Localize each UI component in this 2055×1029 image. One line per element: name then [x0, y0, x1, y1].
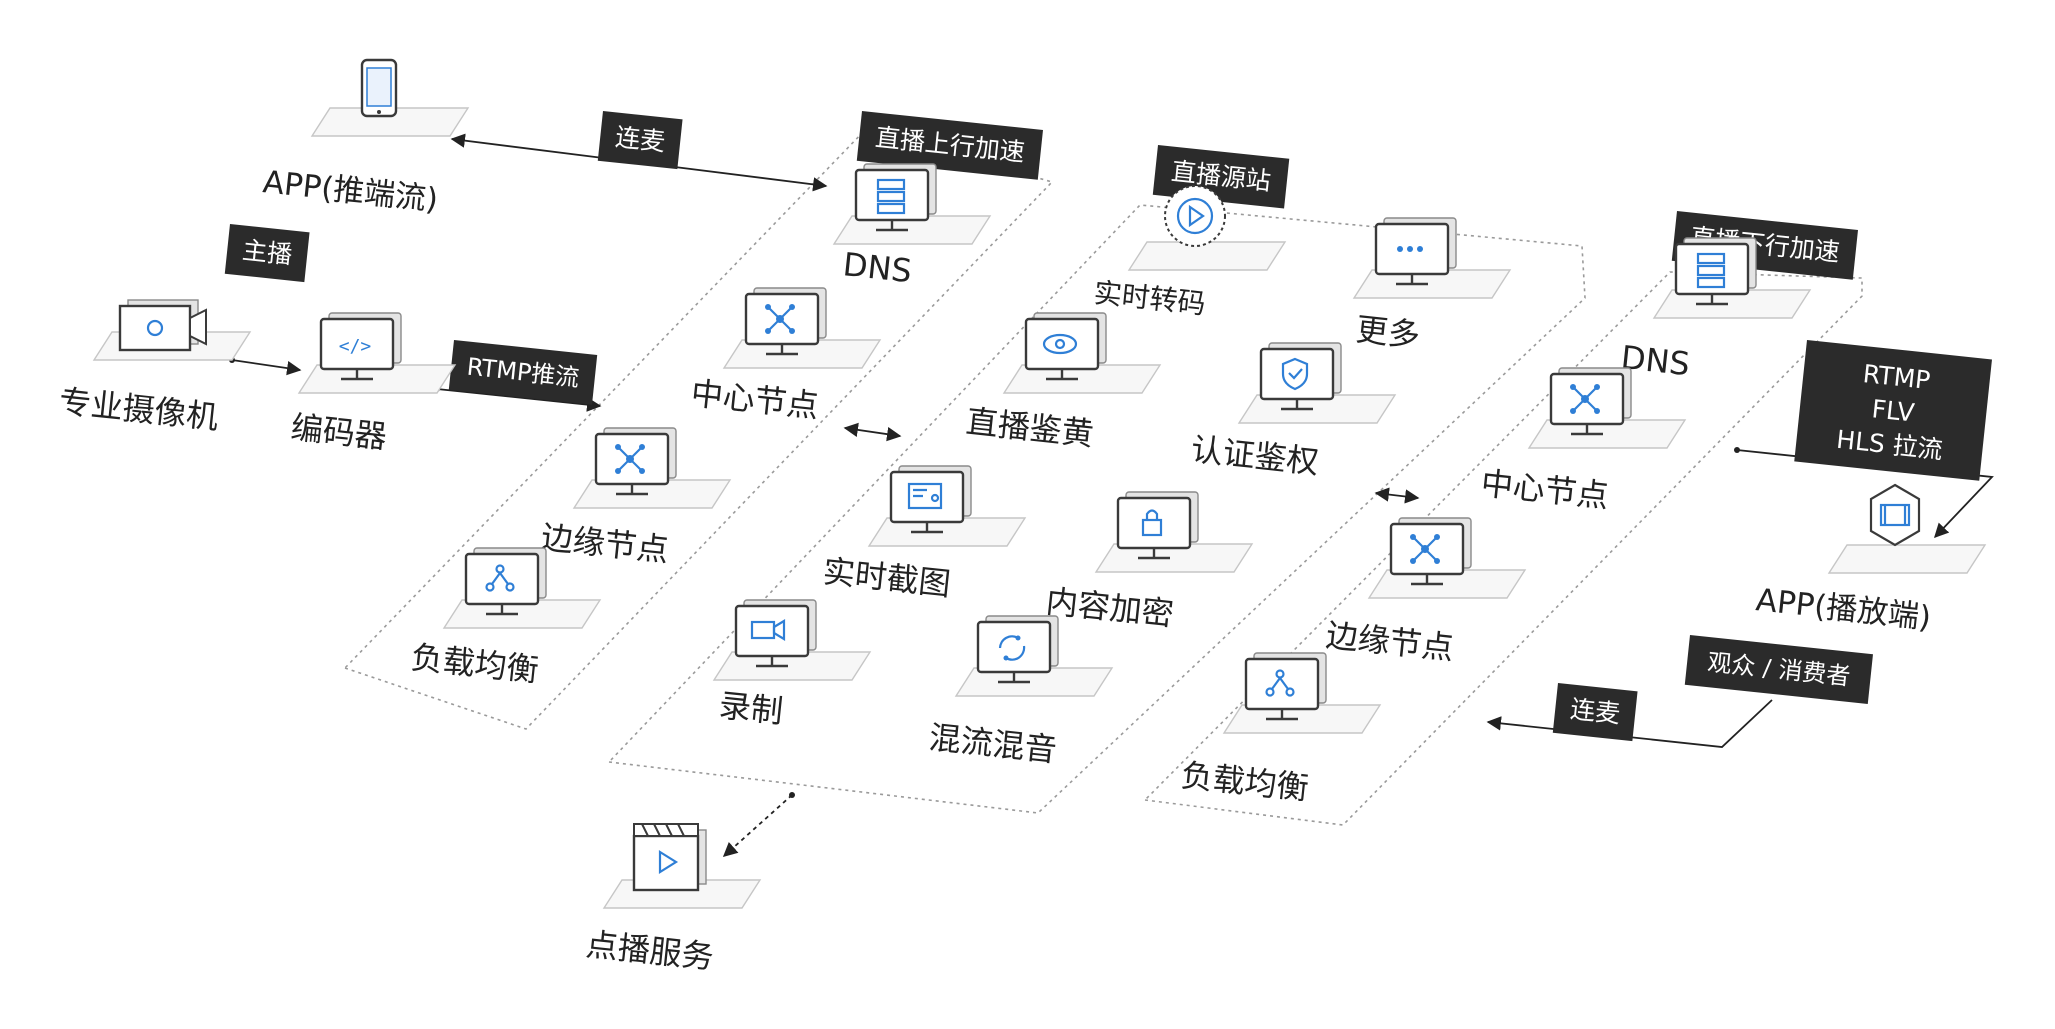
more-dots-icon	[1397, 246, 1423, 252]
uplink-center-node	[723, 286, 881, 369]
mixing-label: 混流混音	[927, 718, 1058, 769]
camera-to-encoder-arrow	[231, 359, 302, 376]
screenshot-icon	[907, 482, 943, 510]
uplink-lb-label: 负载均衡	[409, 638, 540, 689]
more-label: 更多	[1354, 310, 1422, 354]
load-balance-icon	[485, 564, 515, 592]
uplink-dns-label: DNS	[841, 245, 913, 290]
more-node	[1353, 216, 1511, 299]
server-icon	[876, 178, 906, 215]
record-node	[713, 598, 871, 681]
porn-detect-node	[1003, 311, 1161, 394]
svg-text:RTMP: RTMP	[1862, 359, 1932, 395]
transcode-node	[1128, 185, 1286, 271]
downlink-lb-node	[1223, 651, 1381, 734]
anchor-tag: 主播	[224, 224, 310, 283]
app-push-label: APP(推端流)	[261, 164, 440, 218]
vod-node	[603, 823, 761, 909]
network-hub-icon	[1570, 384, 1600, 414]
transcode-label: 实时转码	[1092, 276, 1207, 321]
mic-link-top-tag: 连麦	[597, 111, 683, 170]
origin-downlink-arrow	[1374, 487, 1420, 504]
play-circle-icon	[1176, 197, 1214, 235]
record-label: 录制	[717, 686, 785, 730]
svg-text:连麦: 连麦	[614, 123, 667, 157]
downlink-edge-label: 边缘节点	[1324, 616, 1455, 667]
auth-label: 认证鉴权	[1189, 430, 1320, 481]
uplink-edge-label: 边缘节点	[539, 518, 670, 569]
record-dot-icon	[146, 319, 164, 337]
lock-icon	[1141, 509, 1163, 537]
network-hub-icon	[1410, 534, 1440, 564]
video-camera-icon	[750, 619, 786, 641]
code-icon: </>	[339, 336, 372, 357]
film-strip-icon	[1879, 503, 1911, 527]
app-play-label: APP(播放端)	[1754, 582, 1933, 636]
uplink-tag: 直播上行加速	[856, 111, 1044, 180]
network-hub-icon	[615, 444, 645, 474]
camera-node	[93, 299, 251, 361]
downlink-center-label: 中心节点	[1479, 464, 1610, 515]
origin-to-vod-arrow	[722, 794, 793, 857]
pull-protocols-tag: RTMP FLV HLS 拉流	[1794, 340, 1992, 481]
encoder-label: 编码器	[289, 408, 388, 456]
mixing-node	[955, 614, 1113, 697]
svg-text:FLV: FLV	[1870, 394, 1915, 427]
mix-cycle-icon	[998, 635, 1026, 661]
svg-text:主播: 主播	[241, 236, 294, 270]
downlink-zone	[1143, 271, 1863, 826]
downlink-center-node	[1528, 366, 1686, 449]
encoder-to-uplink-arrow	[436, 388, 602, 412]
server-icon	[1696, 252, 1726, 289]
origin-zone	[607, 204, 1586, 814]
encrypt-node	[1095, 490, 1253, 573]
audience-tag: 观众 / 消费者	[1684, 635, 1873, 704]
vod-label: 点播服务	[584, 925, 715, 976]
uplink-origin-arrow	[843, 422, 902, 442]
mic-link-bottom-tag: 连麦	[1552, 683, 1638, 742]
eye-icon	[1042, 333, 1078, 355]
uplink-center-label: 中心节点	[689, 374, 820, 425]
uplink-dns-node	[833, 162, 991, 245]
porn-detect-label: 直播鉴黄	[964, 402, 1095, 453]
load-balance-icon	[1265, 669, 1295, 697]
snapshot-label: 实时截图	[821, 552, 952, 603]
clapperboard-icon	[633, 823, 699, 874]
downlink-dns-node	[1653, 236, 1811, 319]
camera-label: 专业摄像机	[57, 382, 220, 437]
app-play-node	[1828, 483, 1986, 574]
downlink-lb-label: 负载均衡	[1179, 756, 1310, 807]
rtmp-push-tag: RTMP推流	[448, 340, 598, 405]
encrypt-label: 内容加密	[1044, 582, 1175, 633]
uplink-zone	[343, 127, 1054, 730]
uplink-edge-node	[573, 426, 731, 509]
encoder-node: </>	[298, 311, 456, 394]
network-hub-icon	[765, 304, 795, 334]
uplink-lb-node	[443, 546, 601, 629]
snapshot-node	[868, 464, 1026, 547]
app-push-node	[311, 58, 469, 137]
shield-check-icon	[1281, 357, 1309, 391]
auth-node	[1238, 341, 1396, 424]
svg-text:连麦: 连麦	[1569, 695, 1622, 729]
downlink-edge-node	[1368, 516, 1526, 599]
